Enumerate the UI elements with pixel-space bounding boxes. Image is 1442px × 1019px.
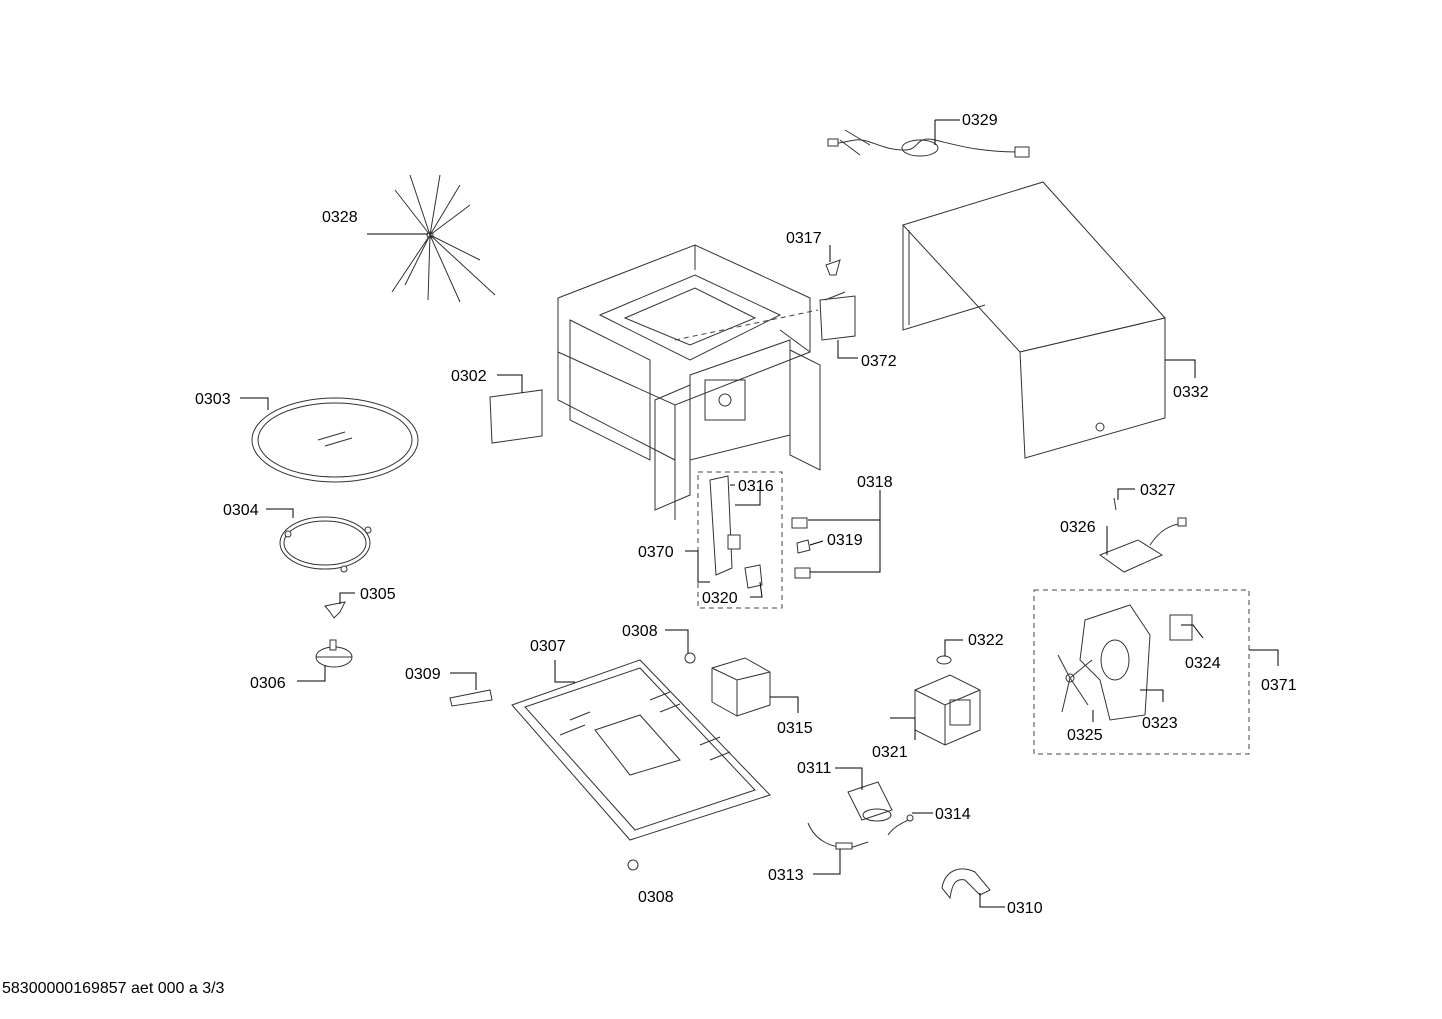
label-0322[interactable]: 0322 — [968, 632, 1004, 649]
magnetron-part[interactable] — [914, 674, 981, 746]
label-0308-lower[interactable]: 0308 — [638, 889, 674, 906]
label-0303[interactable]: 0303 — [195, 391, 231, 408]
control-board-part[interactable] — [1098, 517, 1187, 573]
label-0371[interactable]: 0371 — [1261, 677, 1297, 694]
fan-motor-part[interactable] — [1169, 614, 1193, 641]
fan-motor-assembly-group — [1033, 589, 1250, 755]
label-0324[interactable]: 0324 — [1185, 655, 1221, 672]
label-0308-upper[interactable]: 0308 — [622, 623, 658, 640]
label-0311[interactable]: 0311 — [797, 760, 832, 777]
thermostat-part[interactable] — [936, 655, 952, 665]
nut-part[interactable] — [684, 652, 696, 664]
label-0327[interactable]: 0327 — [1140, 482, 1176, 499]
microswitch-part[interactable] — [791, 517, 811, 579]
label-0323[interactable]: 0323 — [1142, 715, 1178, 732]
door-switch-bracket-part[interactable] — [709, 475, 763, 589]
label-0326[interactable]: 0326 — [1060, 519, 1096, 536]
label-0325[interactable]: 0325 — [1067, 727, 1103, 744]
part-number-labels: 0329 0328 0317 0372 0302 0332 0303 0318 … — [195, 112, 1297, 917]
label-0310[interactable]: 0310 — [1007, 900, 1043, 917]
roller-ring-part[interactable] — [279, 516, 372, 573]
label-0314[interactable]: 0314 — [935, 806, 971, 823]
turntable-motor-part[interactable] — [315, 639, 353, 668]
turntable-glass-part[interactable] — [251, 397, 419, 483]
lamp-part[interactable] — [825, 259, 841, 276]
label-0304[interactable]: 0304 — [223, 502, 259, 519]
document-code: 58300000169857 aet 000 a 3/3 — [2, 980, 225, 997]
lamp-bracket-part[interactable] — [819, 291, 856, 341]
base-plate-part[interactable] — [511, 659, 771, 841]
oven-cavity-part[interactable] — [557, 244, 821, 520]
sensor-part[interactable] — [1113, 497, 1117, 511]
magnetron-clamp-part[interactable] — [941, 868, 991, 900]
label-0320[interactable]: 0320 — [702, 590, 738, 607]
label-0319[interactable]: 0319 — [827, 532, 863, 549]
label-0309[interactable]: 0309 — [405, 666, 441, 683]
coupler-part[interactable] — [324, 601, 346, 619]
fuse-part[interactable] — [887, 814, 914, 836]
hv-capacitor-part[interactable] — [847, 781, 893, 822]
label-0329[interactable]: 0329 — [962, 112, 998, 129]
power-cord-part[interactable] — [827, 129, 1030, 158]
label-0307[interactable]: 0307 — [530, 638, 566, 655]
label-0372[interactable]: 0372 — [861, 353, 897, 370]
outer-casing-part[interactable] — [902, 181, 1166, 459]
small-bracket-part[interactable] — [449, 689, 493, 707]
label-0370[interactable]: 0370 — [638, 544, 674, 561]
label-0317[interactable]: 0317 — [786, 230, 822, 247]
nut-part-lower[interactable] — [627, 859, 639, 871]
label-0316[interactable]: 0316 — [738, 478, 774, 495]
fan-blade-part[interactable] — [1057, 654, 1093, 713]
label-0332[interactable]: 0332 — [1173, 384, 1209, 401]
label-0318[interactable]: 0318 — [857, 474, 893, 491]
wire-harness-part[interactable] — [391, 174, 496, 303]
label-0313[interactable]: 0313 — [768, 867, 804, 884]
label-0302[interactable]: 0302 — [451, 368, 487, 385]
hv-diode-part[interactable] — [807, 822, 869, 850]
door-switch-assembly-group — [697, 471, 783, 609]
fan-motor-bracket-part[interactable] — [1079, 604, 1151, 721]
leader-lines — [240, 119, 1279, 908]
label-0328[interactable]: 0328 — [322, 209, 358, 226]
label-0306[interactable]: 0306 — [250, 675, 286, 692]
label-0321[interactable]: 0321 — [872, 744, 908, 761]
label-0305[interactable]: 0305 — [360, 586, 396, 603]
label-0315[interactable]: 0315 — [777, 720, 813, 737]
mica-cover-part[interactable] — [489, 389, 543, 444]
hv-transformer-part[interactable] — [711, 657, 771, 717]
